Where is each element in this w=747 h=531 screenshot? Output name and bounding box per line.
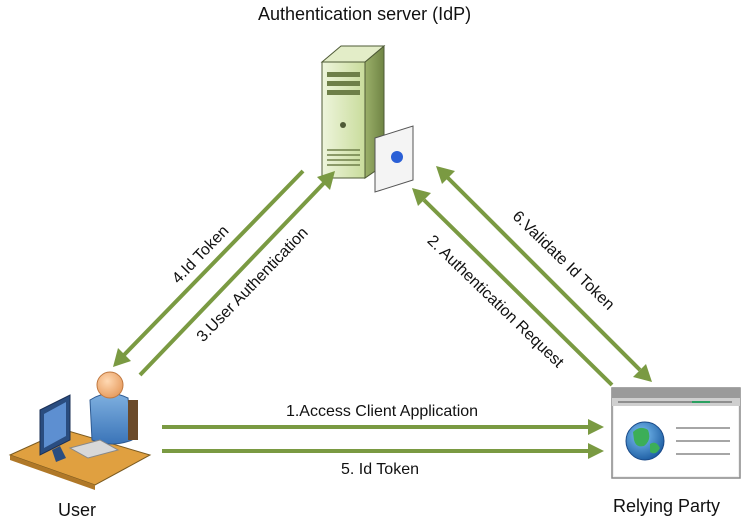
edge-label-access-client: 1.Access Client Application <box>286 403 478 420</box>
user-label: User <box>58 500 97 520</box>
edge-access-client: 1.Access Client Application <box>162 403 604 435</box>
server-icon <box>320 44 414 193</box>
server-label: Authentication server (IdP) <box>258 4 472 24</box>
user-icon <box>8 371 152 490</box>
edge-user-auth: 3.User Authentication <box>138 171 335 377</box>
relying-party-label: Relying Party <box>613 496 721 516</box>
edge-label-id-token-to-rp: 5. Id Token <box>341 461 419 478</box>
edge-id-token-to-rp: 5. Id Token <box>162 443 604 478</box>
relying-party-icon <box>611 387 741 479</box>
